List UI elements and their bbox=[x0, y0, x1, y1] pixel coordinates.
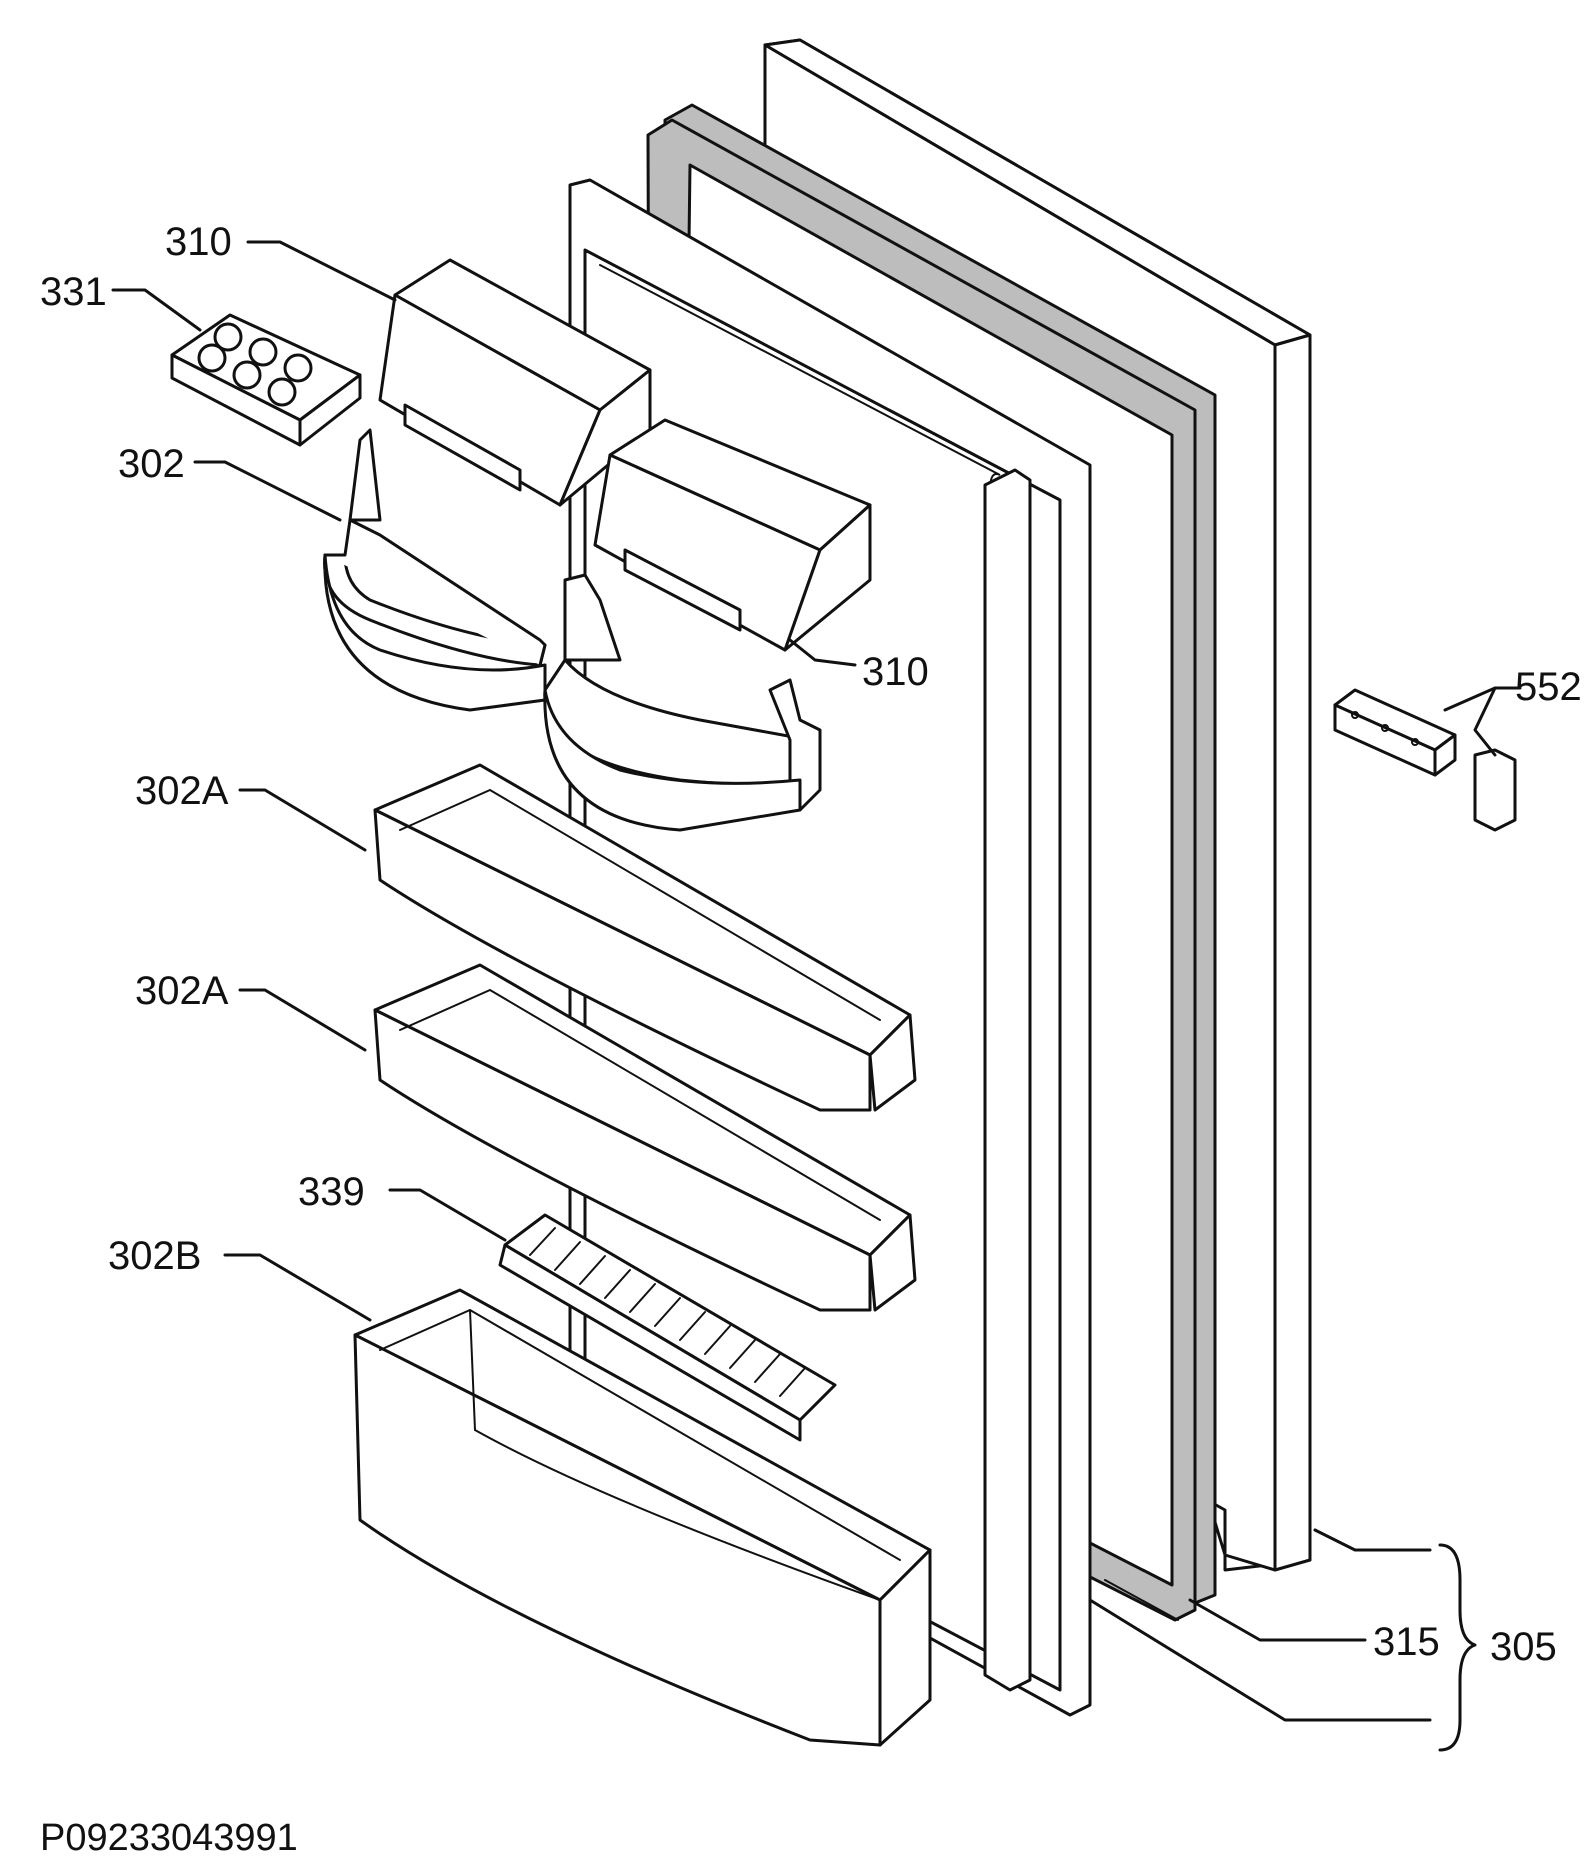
callout-310-lower: 310 bbox=[862, 650, 929, 694]
callout-302: 302 bbox=[118, 442, 185, 486]
door-shelf-wide-1 bbox=[373, 763, 917, 1112]
callout-302A-lower: 302A bbox=[135, 969, 229, 1013]
callout-302A-upper: 302A bbox=[135, 769, 229, 813]
bottle-rack bbox=[498, 1213, 837, 1442]
callout-302B: 302B bbox=[108, 1234, 201, 1278]
callout-552: 552 bbox=[1515, 665, 1582, 709]
dairy-box-lower bbox=[593, 418, 872, 652]
hinge bbox=[1333, 688, 1517, 832]
callout-315: 315 bbox=[1373, 1620, 1440, 1664]
drawing-code: P09233043991 bbox=[40, 1817, 298, 1859]
callout-305: 305 bbox=[1490, 1625, 1557, 1669]
egg-tray bbox=[170, 313, 362, 447]
door-shelf-upper-left bbox=[323, 428, 547, 712]
bottle-shelf bbox=[353, 1288, 932, 1747]
callout-310-upper: 310 bbox=[165, 220, 232, 264]
door-shelf-wide-2 bbox=[373, 963, 917, 1312]
door-shelf-upper-right bbox=[543, 573, 822, 832]
leader-lines bbox=[111, 240, 1522, 1752]
callout-331: 331 bbox=[40, 270, 107, 314]
callout-339: 339 bbox=[298, 1170, 365, 1214]
